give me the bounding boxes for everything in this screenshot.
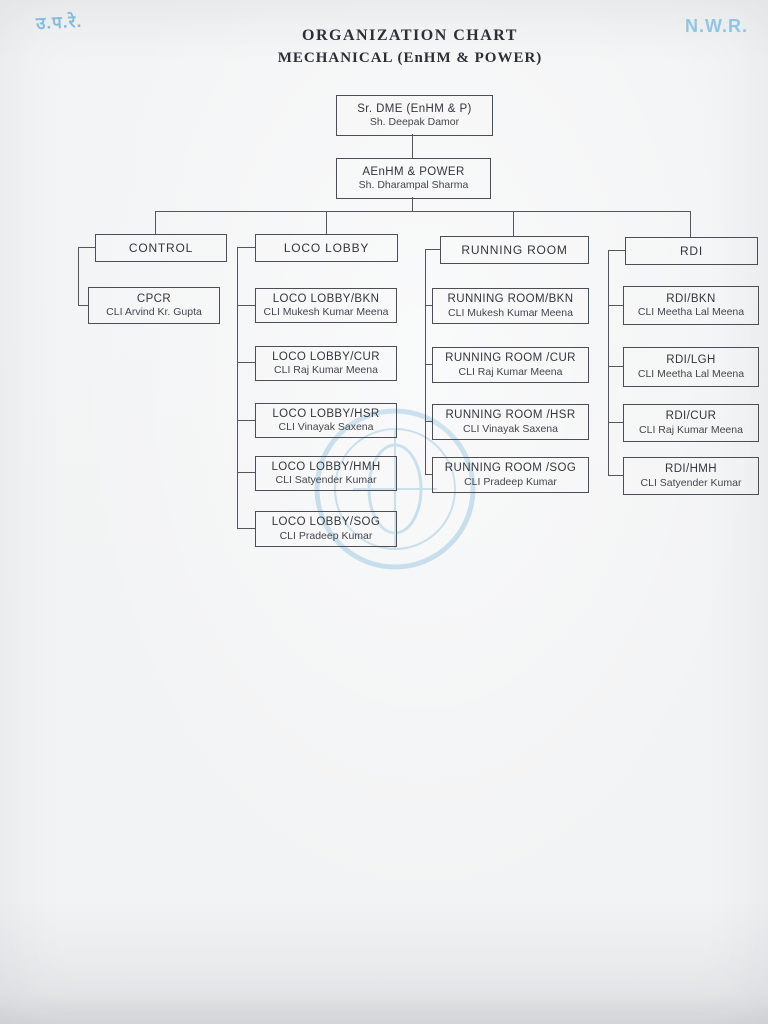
org-box-name: CLI Vinayak Saxena [463, 422, 558, 435]
connector-line [155, 211, 156, 234]
connector-line [425, 305, 432, 306]
connector-line [326, 211, 327, 234]
org-box-name: CLI Satyender Kumar [640, 476, 742, 489]
branch-header-label: RDI [679, 243, 704, 258]
org-box-name: CLI Mukesh Kumar Meena [263, 306, 389, 319]
org-box-title: LOCO LOBBY/HMH [271, 460, 381, 473]
org-box-title: LOCO LOBBY/HSR [272, 407, 380, 420]
connector-line [425, 249, 440, 250]
connector-line [412, 134, 413, 158]
org-box-name: CLI Raj Kumar Meena [458, 365, 563, 378]
org-box-rdi-lgh: RDI/LGH CLI Meetha Lal Meena [623, 347, 759, 387]
connector-line [237, 528, 255, 529]
org-box-loco-lobby-hmh: LOCO LOBBY/HMH CLI Satyender Kumar [255, 456, 397, 491]
connector-line [425, 421, 432, 422]
org-box-name: CLI Raj Kumar Meena [274, 364, 378, 377]
org-box-rdi-bkn: RDI/BKN CLI Meetha Lal Meena [623, 286, 759, 325]
org-box-title: RUNNING ROOM/BKN [447, 293, 574, 306]
connector-line [608, 305, 623, 306]
branch-header-rdi: RDI [625, 237, 758, 265]
org-box-name: Sh. Deepak Damor [369, 116, 460, 129]
org-box-title: RDI/HMH [665, 463, 717, 476]
org-box-loco-lobby-cur: LOCO LOBBY/CUR CLI Raj Kumar Meena [255, 346, 397, 381]
org-box-name: CLI Mukesh Kumar Meena [448, 306, 573, 319]
connector-line [412, 197, 413, 211]
org-box-name: CLI Raj Kumar Meena [639, 423, 743, 436]
connector-line [237, 420, 255, 421]
org-box-name: CLI Pradeep Kumar [464, 475, 557, 488]
org-box-root: Sr. DME (EnHM & P) Sh. Deepak Damor [336, 95, 493, 136]
org-box-title: RUNNING ROOM /HSR [445, 409, 576, 422]
connector-line [513, 211, 514, 236]
connector-line [425, 249, 426, 474]
org-box-title: AEnHM & POWER [362, 165, 465, 178]
org-box-title: CPCR [136, 292, 172, 305]
org-box-name: Sh. Dharampal Sharma [358, 179, 469, 192]
org-box-title: LOCO LOBBY/BKN [272, 292, 380, 305]
hindi-corner-mark: उ.प.रे. [35, 11, 83, 34]
connector-line [155, 211, 691, 212]
org-box-running-room-sog: RUNNING ROOM /SOG CLI Pradeep Kumar [432, 457, 589, 493]
connector-line [608, 422, 623, 423]
branch-header-control: CONTROL [95, 234, 227, 262]
org-box-title: RDI/BKN [666, 292, 716, 305]
connector-line [608, 366, 623, 367]
connector-line [425, 474, 432, 475]
org-box-name: CLI Arvind Kr. Gupta [106, 306, 202, 319]
org-box-title: RDI/LGH [666, 354, 716, 367]
org-box-name: CLI Pradeep Kumar [279, 529, 373, 542]
org-box-name: CLI Satyender Kumar [275, 474, 377, 487]
org-box-name: CLI Meetha Lal Meena [637, 306, 745, 319]
connector-line [237, 362, 255, 363]
branch-header-running-room: RUNNING ROOM [440, 236, 589, 264]
nwr-corner-mark: N.W.R. [685, 16, 748, 36]
page-title: ORGANIZATION CHART [302, 27, 518, 44]
org-box-title: Sr. DME (EnHM & P) [357, 102, 472, 115]
branch-header-label: LOCO LOBBY [283, 240, 370, 255]
org-box-name: CLI Meetha Lal Meena [637, 367, 745, 380]
org-box-title: RDI/CUR [665, 410, 717, 423]
connector-line [237, 247, 238, 528]
org-box-title: LOCO LOBBY/CUR [272, 350, 380, 363]
connector-line [690, 211, 691, 237]
org-box-loco-lobby-bkn: LOCO LOBBY/BKN CLI Mukesh Kumar Meena [255, 288, 397, 323]
org-box-deputy: AEnHM & POWER Sh. Dharampal Sharma [336, 158, 491, 199]
org-box-rdi-hmh: RDI/HMH CLI Satyender Kumar [623, 457, 759, 495]
connector-line [237, 305, 255, 306]
connector-line [608, 475, 623, 476]
connector-line [425, 364, 432, 365]
connector-line [237, 472, 255, 473]
connector-line [608, 250, 609, 475]
org-box-title: RUNNING ROOM /SOG [444, 462, 577, 475]
org-box-name: CLI Vinayak Saxena [278, 421, 374, 434]
connector-line [237, 247, 255, 248]
connector-line [78, 305, 88, 306]
org-box-rdi-cur: RDI/CUR CLI Raj Kumar Meena [623, 404, 759, 442]
org-box-loco-lobby-sog: LOCO LOBBY/SOG CLI Pradeep Kumar [255, 511, 397, 547]
branch-header-loco-lobby: LOCO LOBBY [255, 234, 398, 262]
connector-line [608, 250, 625, 251]
page-subtitle: MECHANICAL (EnHM & POWER) [277, 50, 543, 66]
org-box-running-room-bkn: RUNNING ROOM/BKN CLI Mukesh Kumar Meena [432, 288, 589, 324]
org-box-title: RUNNING ROOM /CUR [445, 352, 576, 365]
org-box-loco-lobby-hsr: LOCO LOBBY/HSR CLI Vinayak Saxena [255, 403, 397, 438]
org-box-cpcr: CPCR CLI Arvind Kr. Gupta [88, 287, 220, 324]
branch-header-label: CONTROL [128, 240, 194, 255]
org-box-running-room-cur: RUNNING ROOM /CUR CLI Raj Kumar Meena [432, 347, 589, 383]
org-box-title: LOCO LOBBY/SOG [271, 516, 381, 529]
connector-line [78, 247, 95, 248]
connector-line [78, 247, 79, 305]
org-box-running-room-hsr: RUNNING ROOM /HSR CLI Vinayak Saxena [432, 404, 589, 440]
branch-header-label: RUNNING ROOM [461, 242, 568, 257]
